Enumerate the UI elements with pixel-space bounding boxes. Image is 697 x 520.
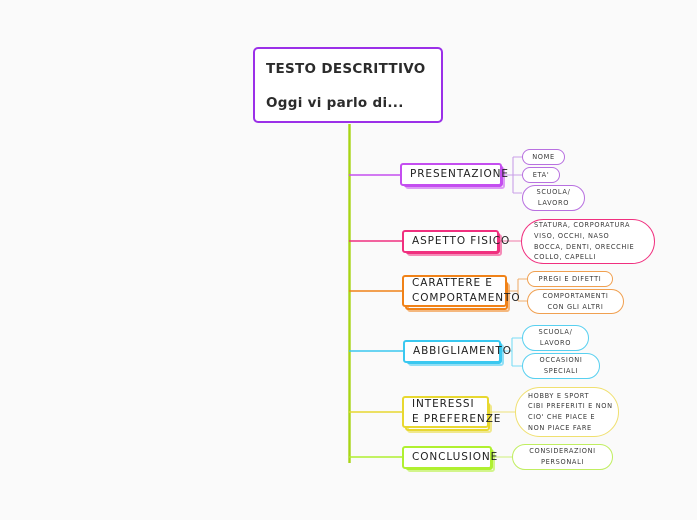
branch-interessi-label-line2: E PREFERENZE (412, 413, 502, 425)
leaf-line: ETA' (532, 170, 550, 179)
leaf-line: NOME (532, 152, 555, 161)
leaf-line: CON GLI ALTRI (547, 302, 604, 311)
wire-carattere-fan (507, 278, 527, 302)
branch-conclusione-label: CONCLUSIONE (412, 450, 499, 463)
leaf-presentazione-scuola-lavoro[interactable]: SCUOLA/ LAVORO (522, 185, 585, 211)
root-subtitle: Oggi vi parlo di... (266, 94, 404, 111)
branch-conclusione[interactable]: CONCLUSIONE (402, 446, 497, 469)
wire-presentazione-fan (502, 156, 522, 194)
leaf-line: PERSONALI (540, 458, 584, 466)
leaf-abbigliamento-occasioni-speciali[interactable]: OCCASIONI SPECIALI (522, 353, 600, 379)
branch-presentazione[interactable]: PRESENTAZIONE (400, 163, 508, 186)
branch-carattere-label-line2: COMPORTAMENTO (412, 292, 521, 304)
leaf-line: COMPORTAMENTI (542, 291, 609, 300)
leaf-line: STATURA, CORPORATURA (534, 221, 631, 230)
root-title: TESTO DESCRITTIVO (266, 61, 426, 77)
branch-abbigliamento-label: ABBIGLIAMENTO (413, 344, 512, 357)
leaf-carattere-comportamenti[interactable]: COMPORTAMENTI CON GLI ALTRI (527, 289, 624, 314)
branch-interessi-e-preferenze[interactable]: INTERESSI E PREFERENZE (402, 396, 500, 428)
leaf-line: OCCASIONI (539, 356, 583, 365)
leaf-interessi-dettagli[interactable]: HOBBY E SPORT CIBI PREFERITI E NON CIO' … (515, 387, 619, 437)
leaf-line: LAVORO (537, 199, 570, 207)
leaf-carattere-pregi-difetti[interactable]: PREGI E DIFETTI (527, 271, 613, 287)
root-node[interactable]: TESTO DESCRITTIVO Oggi vi parlo di... (253, 47, 443, 123)
leaf-line: CONSIDERAZIONI (529, 447, 596, 456)
leaf-abbigliamento-scuola-lavoro[interactable]: SCUOLA/ LAVORO (522, 325, 589, 351)
leaf-aspetto-fisico-dettagli[interactable]: STATURA, CORPORATURA VISO, OCCHI, NASO B… (521, 219, 655, 264)
branch-abbigliamento[interactable]: ABBIGLIAMENTO (403, 340, 511, 363)
leaf-line: SCUOLA/ (536, 188, 571, 197)
leaf-line: COLLO, CAPELLI (534, 253, 596, 262)
leaf-line: NON PIACE FARE (528, 423, 592, 432)
leaf-line: CIO' CHE PIACE E (528, 413, 596, 421)
branch-carattere-e-comportamento[interactable]: CARATTERE E COMPORTAMENTO (402, 275, 520, 307)
leaf-line: BOCCA, DENTI, ORECCHIE (534, 242, 635, 251)
wire-abbigliamento-fan (500, 337, 522, 367)
leaf-line: SCUOLA/ (538, 328, 573, 337)
leaf-line: SPECIALI (543, 367, 579, 375)
leaf-line: CIBI PREFERITI E NON (528, 402, 613, 411)
branch-carattere-label-line1: CARATTERE E (412, 276, 493, 289)
leaf-presentazione-eta[interactable]: ETA' (522, 167, 560, 183)
branch-presentazione-label: PRESENTAZIONE (410, 167, 509, 180)
branch-aspetto-fisico[interactable]: ASPETTO FISICO (402, 230, 509, 253)
leaf-line: VISO, OCCHI, NASO (534, 231, 610, 240)
leaf-presentazione-nome[interactable]: NOME (522, 149, 565, 165)
leaf-line: PREGI E DIFETTI (538, 274, 602, 283)
leaf-line: LAVORO (539, 339, 572, 347)
leaf-line: HOBBY E SPORT (528, 391, 590, 400)
leaf-conclusione-considerazioni[interactable]: CONSIDERAZIONI PERSONALI (512, 444, 613, 470)
branch-aspetto-fisico-label: ASPETTO FISICO (412, 234, 511, 247)
branch-interessi-label-line1: INTERESSI (412, 397, 475, 410)
